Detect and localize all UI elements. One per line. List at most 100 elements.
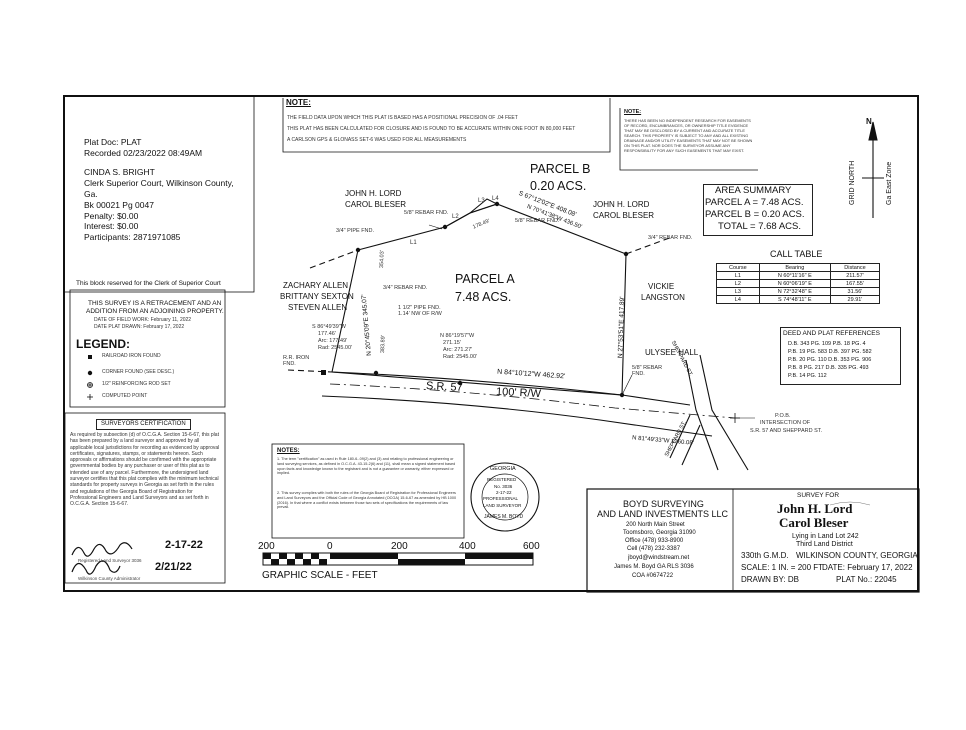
curve-c-rad: Rad: 2545.00'	[443, 354, 478, 360]
parcel-a-acreage: 7.48 ACS.	[455, 290, 512, 304]
note-right-frame	[619, 108, 758, 171]
deed-refs-box	[780, 327, 901, 385]
note-line-3: A CARLSON GPS & GLONASS SET-6 WAS USED F…	[287, 137, 467, 143]
drawn-by: DRAWN BY: DB	[741, 575, 799, 584]
sr57-north-row	[331, 371, 691, 406]
sig-caption-2: Wilkinson County Administrator	[78, 576, 141, 581]
corner-marker-4	[619, 392, 625, 398]
plat-date: DATE: February 17, 2022	[822, 563, 913, 572]
corner-marker-2	[494, 201, 500, 207]
west-owner-2: BRITTANY SEXTON	[280, 292, 354, 301]
scale-tick-0: 0	[327, 541, 333, 552]
west-owner-1: ZACHARY ALLEN	[283, 281, 349, 290]
scale-tick-400: 400	[459, 541, 476, 552]
clerk-state: Ga.	[84, 189, 98, 199]
area-total: TOTAL = 7.68 ACS.	[718, 221, 801, 232]
scale-caption: GRAPHIC SCALE - FEET	[262, 570, 378, 581]
label-rebar-58-b: 5/8" REBAR FND.	[515, 218, 560, 224]
notes-frame	[271, 443, 465, 539]
owner-left-1: JOHN H. LORD	[345, 189, 402, 198]
client-name-2: Carol Bleser	[779, 515, 849, 530]
label-rebar-58-se: 5/8" REBAR FND.	[632, 365, 663, 377]
scale-bar-graphic	[262, 552, 534, 566]
label-pipe-34: 3/4" PIPE FND.	[336, 228, 375, 234]
corner-marker-1	[355, 247, 361, 253]
clerk-office: Clerk Superior Court, Wilkinson County,	[84, 178, 234, 188]
sheppard-st-sw	[669, 414, 691, 459]
label-rebar-58: 5/8" REBAR FND.	[404, 210, 449, 216]
sr57-south-row	[321, 395, 713, 437]
area-summary-box	[703, 184, 813, 236]
signature-2	[71, 560, 121, 575]
cert-title: SURVEYORS CERTIFICATION	[96, 419, 191, 430]
clerk-frame	[63, 95, 255, 293]
scale-note: SCALE: 1 IN. = 200 FT	[741, 563, 824, 572]
label-pipe-112: 1 1/2" PIPE FND. 1.14' NW OF R/W	[398, 305, 442, 317]
pob-label-2: INTERSECTION OF	[760, 420, 811, 426]
note-right-body: THERE HAS BEEN NO INDEPENDENT RESEARCH F…	[624, 118, 753, 153]
legend-item-computed: COMPUTED POINT	[102, 393, 148, 399]
sheppard-st-west	[685, 359, 719, 471]
curve-c-arc: Arc: 271.27'	[443, 347, 473, 353]
label-rr-iron: R.R. IRON FND.	[283, 355, 310, 367]
land-district: Third Land District	[796, 541, 853, 548]
participants: Participants: 2871971085	[84, 232, 181, 242]
corner-marker-3	[623, 251, 629, 257]
east-extension	[625, 236, 673, 255]
interest: Interest: $0.00	[84, 221, 139, 231]
note-right-title: NOTE:	[624, 109, 642, 115]
legend-marker-3	[87, 382, 93, 388]
road-row: 100' R/W	[495, 385, 542, 401]
plat-sheet	[63, 95, 919, 592]
parcel-b-line-2	[444, 212, 471, 228]
signature-1	[71, 542, 133, 557]
scale-tick-600: 600	[523, 541, 540, 552]
retracement-line2: ADDITION FROM AN ADJOINING PROPERTY.	[86, 308, 224, 315]
north-label-zone: Ga East Zone	[886, 161, 893, 205]
plat-number: PLAT No.: 22045	[836, 575, 897, 584]
clerk-reserved-note: This block reserved for the Clerk of Sup…	[76, 280, 221, 287]
seal-professional: PROFESSIONAL	[483, 496, 519, 501]
land-lot: Lying in Land Lot 242	[792, 533, 859, 540]
cert-body: As required by subsection (d) of O.C.G.A…	[70, 432, 220, 508]
note-line-1: THE FIELD DATA UPON WHICH THIS PLAT IS B…	[287, 115, 518, 121]
company-coa: COA #0674722	[632, 573, 674, 579]
north-arrowhead	[868, 121, 878, 141]
curve-c-bearing: N 86°19'57"W	[440, 333, 475, 339]
corner-marker-6	[373, 370, 379, 376]
seal-registered: REGISTERED	[487, 477, 517, 482]
company-name-2: AND LAND INVESTMENTS LLC	[597, 509, 729, 519]
county: WILKINSON COUNTY, GEORGIA	[796, 551, 918, 560]
cert-frame	[64, 412, 226, 584]
pob-label-1: P.O.B.	[775, 413, 791, 419]
company-address-1: 200 North Main Street	[626, 522, 685, 528]
parcel-b-acreage: 0.20 ACS.	[530, 179, 587, 193]
west-extension	[287, 369, 333, 373]
deed-line-4: P.B. 8 PG. 217 D.B. 335 PG. 493	[788, 365, 869, 371]
call-table: Course Bearing Distance L1 N 60°11'16" E…	[716, 263, 881, 304]
field-work-date: DATE OF FIELD WORK: February 11, 2022	[94, 317, 192, 323]
curve-c-chord: 271.15'	[443, 340, 461, 346]
area-title: AREA SUMMARY	[715, 185, 792, 196]
east-owner-1: VICKIE	[648, 282, 675, 291]
company-rls: James M. Boyd GA RLS 3036	[614, 564, 694, 570]
seal-outer	[470, 462, 540, 532]
parcel-b-boundary	[469, 198, 499, 214]
deed-line-1: D.B. 343 PG. 109 P.B. 18 PG. 4	[788, 341, 866, 347]
legend-item-corner: CORNER FOUND (SEE DESC.)	[102, 369, 175, 375]
note-title: NOTE:	[286, 98, 311, 107]
owner-right-1: JOHN H. LORD	[593, 200, 650, 209]
parcel-b-label: PARCEL B	[530, 162, 591, 176]
seal-date: 2-17-22	[496, 490, 512, 495]
label-l4: L4	[492, 196, 499, 202]
notes-title: NOTES:	[277, 448, 300, 454]
legend-title: LEGEND:	[76, 337, 130, 351]
owner-left-2: CAROL BLESER	[345, 200, 407, 209]
curve-w-chord: 177.46'	[318, 331, 336, 337]
sheppard-st-east	[699, 354, 749, 471]
legend-item-rr-iron: RAILROAD IRON FOUND	[102, 353, 161, 359]
penalty: Penalty: $0.00	[84, 211, 139, 221]
label-rebar-34-ne: 3/4" REBAR FND.	[648, 235, 693, 241]
label-l3: L3	[478, 198, 485, 204]
